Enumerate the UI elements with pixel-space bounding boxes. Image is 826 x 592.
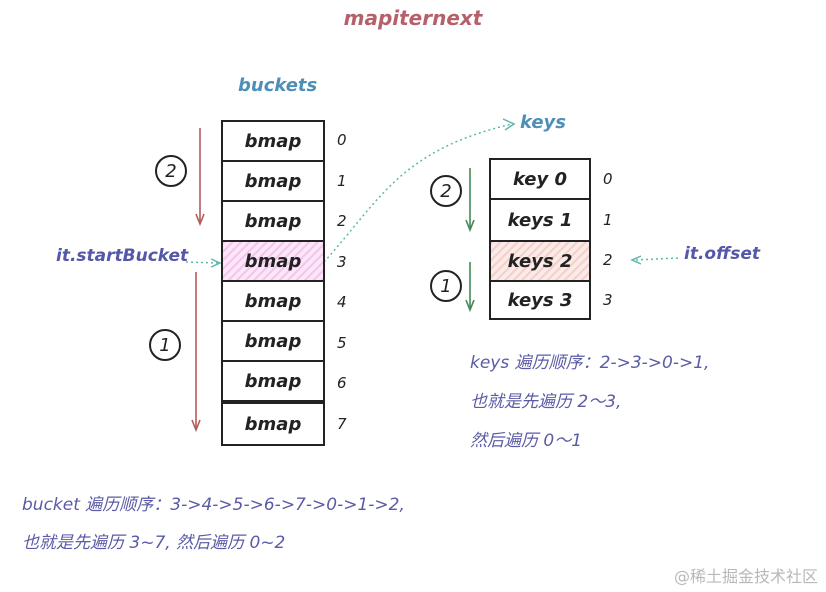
bucket-index-0: 0: [337, 131, 347, 149]
key-cell-3: keys 3: [489, 280, 591, 320]
keys-order-mark-1: 1: [430, 270, 462, 302]
start-bucket-label: it.startBucket: [56, 246, 189, 266]
bucket-index-6: 6: [337, 374, 347, 392]
diagram-title: mapiternext: [343, 6, 483, 30]
bucket-order-mark-1: 1: [149, 329, 181, 361]
start-bucket-arrow: [185, 261, 219, 264]
key-cell-2-offset: keys 2: [489, 240, 591, 282]
keys-order-mark-2: 2: [430, 175, 462, 207]
bucket-index-1: 1: [337, 172, 347, 190]
bucket-cell-5: bmap: [221, 320, 325, 362]
watermark-text: @稀土掘金技术社区: [673, 567, 818, 586]
bucket-cell-3-start: bmap: [221, 240, 325, 282]
key-index-3: 3: [603, 291, 613, 309]
bucket-index-7: 7: [337, 415, 347, 433]
bucket-cell-2: bmap: [221, 200, 325, 242]
keys-label: keys: [520, 112, 566, 133]
keys-order-arrowhead-2: [465, 219, 475, 233]
keys-note-line-2: 也就是先遍历 2～3,: [470, 392, 622, 412]
keys-order-arrowhead-1: [465, 299, 475, 313]
bucket-order-arrowhead-2: [195, 213, 205, 227]
bucket-cell-0: bmap: [221, 120, 325, 162]
offset-label: it.offset: [684, 244, 761, 264]
key-cell-0: key 0: [489, 158, 591, 200]
keys-note-line-1: keys 遍历顺序：2->3->0->1,: [470, 353, 710, 373]
bucket-order-mark-2: 2: [155, 155, 187, 187]
bucket-index-5: 5: [337, 334, 347, 352]
bucket-index-4: 4: [337, 293, 347, 311]
bucket-cell-1: bmap: [221, 160, 325, 202]
bucket-index-3: 3: [337, 253, 347, 271]
bucket-cell-6: bmap: [221, 360, 325, 402]
keys-note-line-3: 然后遍历 0～1: [470, 431, 583, 451]
bucket-note-line-2: 也就是先遍历 3~7, 然后遍历 0~2: [22, 533, 286, 553]
bucket-to-keys-arrow: [323, 123, 513, 263]
bucket-order-arrowhead-1: [191, 419, 201, 433]
key-index-1: 1: [603, 211, 613, 229]
offset-arrow: [633, 257, 679, 261]
key-index-2: 2: [603, 251, 613, 269]
key-cell-1: keys 1: [489, 198, 591, 242]
bucket-note-line-1: bucket 遍历顺序：3->4->5->6->7->0->1->2,: [22, 495, 405, 515]
bucket-cell-7: bmap: [221, 402, 325, 446]
key-index-0: 0: [603, 170, 613, 188]
bucket-index-2: 2: [337, 212, 347, 230]
bucket-cell-4: bmap: [221, 280, 325, 322]
buckets-label: buckets: [238, 75, 318, 96]
